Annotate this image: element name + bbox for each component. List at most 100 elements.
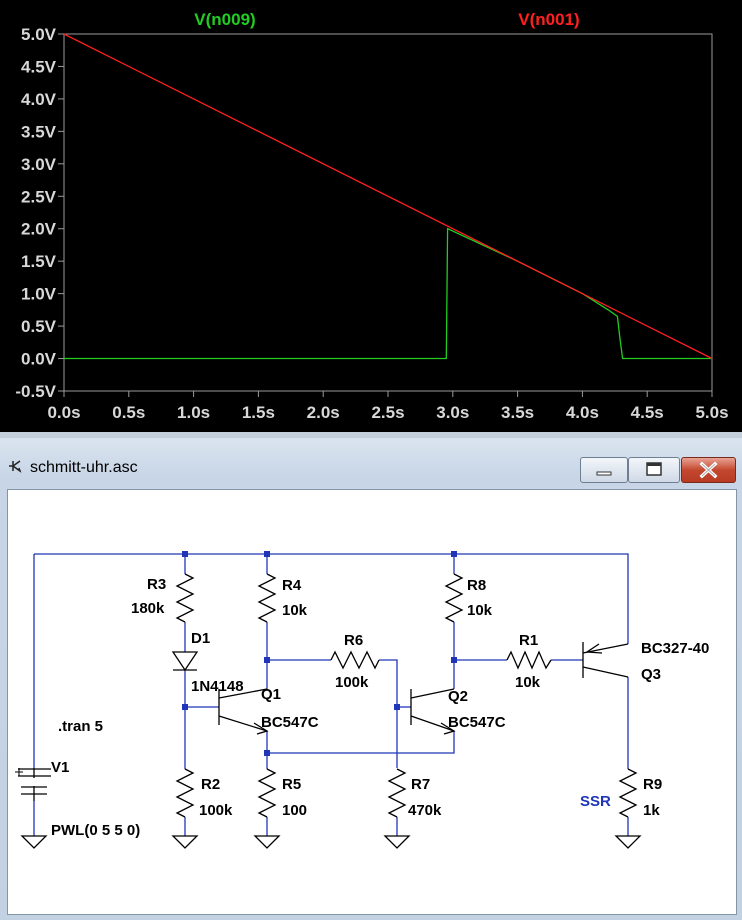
value-r9: 1k bbox=[643, 802, 660, 819]
value-r6: 100k bbox=[335, 674, 369, 691]
resistor-r5 bbox=[257, 768, 277, 818]
value-v1: PWL(0 5 5 0) bbox=[51, 822, 140, 839]
voltage-source-v1 bbox=[18, 768, 51, 801]
x-tick-label: 1.5s bbox=[242, 403, 275, 422]
value-r8: 10k bbox=[467, 602, 493, 619]
maximize-button[interactable] bbox=[628, 457, 680, 483]
y-tick-label: 3.5V bbox=[21, 122, 57, 141]
x-tick-label: 3.5s bbox=[501, 403, 534, 422]
x-tick-label: 0.0s bbox=[47, 403, 80, 422]
resistor-r8 bbox=[444, 573, 464, 623]
y-tick-label: 5.0V bbox=[21, 25, 57, 44]
schematic-drawing[interactable]: R3 180k D1 1N4148 R4 10k R6 100k Q1 BC54… bbox=[8, 490, 736, 914]
ground-r9 bbox=[614, 835, 642, 849]
x-axis-ticks: 0.0s 0.5s 1.0s 1.5s 2.0s 2.5s 3.0s 3.5s 4.0s 4.5s… bbox=[47, 391, 729, 422]
ground-r5 bbox=[253, 835, 281, 849]
window-titlebar[interactable]: schmitt-uhr.asc bbox=[0, 438, 742, 488]
y-tick-label: 2.0V bbox=[21, 220, 57, 239]
label-r7: R7 bbox=[411, 776, 430, 793]
resistor-r7 bbox=[387, 768, 407, 818]
label-d1: D1 bbox=[191, 630, 210, 647]
tran-directive: .tran 5 bbox=[58, 718, 103, 735]
y-tick-label: 0.0V bbox=[21, 350, 57, 369]
x-tick-label: 2.5s bbox=[371, 403, 404, 422]
schematic-canvas[interactable]: R3 180k D1 1N4148 R4 10k R6 100k Q1 BC54… bbox=[7, 489, 737, 915]
value-d1: 1N4148 bbox=[191, 678, 244, 695]
value-q2: BC547C bbox=[448, 714, 506, 731]
transistor-q3 bbox=[582, 642, 629, 678]
label-r3: R3 bbox=[147, 576, 166, 593]
transistor-q1 bbox=[218, 688, 268, 732]
resistor-r9 bbox=[618, 768, 638, 818]
ground-r2 bbox=[171, 835, 199, 849]
label-r6: R6 bbox=[344, 632, 363, 649]
value-q3: BC327-40 bbox=[641, 640, 709, 657]
y-tick-label: -0.5V bbox=[15, 382, 56, 401]
label-r1: R1 bbox=[519, 632, 538, 649]
junction-dots bbox=[182, 551, 457, 756]
label-r4: R4 bbox=[282, 577, 302, 594]
transistor-q2 bbox=[410, 688, 455, 732]
legend: V(n009) V(n001) bbox=[194, 10, 579, 29]
value-r4: 10k bbox=[282, 602, 308, 619]
resistor-r4 bbox=[257, 573, 277, 623]
ground-v1 bbox=[20, 835, 48, 849]
wires bbox=[33, 553, 629, 836]
value-q1: BC547C bbox=[261, 714, 319, 731]
label-r5: R5 bbox=[282, 776, 301, 793]
schematic-app-icon bbox=[9, 460, 22, 473]
x-tick-label: 0.5s bbox=[112, 403, 145, 422]
y-tick-label: 2.5V bbox=[21, 187, 57, 206]
x-tick-label: 1.0s bbox=[177, 403, 210, 422]
components bbox=[15, 573, 642, 849]
value-r3: 180k bbox=[131, 600, 165, 617]
resistor-r2 bbox=[175, 768, 195, 818]
x-tick-label: 4.5s bbox=[631, 403, 664, 422]
diode-d1 bbox=[171, 651, 199, 672]
label-r8: R8 bbox=[467, 577, 486, 594]
label-q2: Q2 bbox=[448, 688, 468, 705]
series-line-vn009 bbox=[64, 227, 712, 360]
resistor-r1 bbox=[506, 650, 552, 670]
value-r2: 100k bbox=[199, 802, 233, 819]
close-icon bbox=[699, 461, 718, 479]
minimize-button[interactable] bbox=[580, 457, 628, 483]
value-r7: 470k bbox=[408, 802, 442, 819]
y-tick-label: 1.5V bbox=[21, 252, 57, 271]
waveform-plot[interactable]: 5.0V 4.5V 4.0V 3.5V 3.0V 2.5V 2.0V 1.5V 1.0V 0.5V… bbox=[0, 0, 742, 432]
maximize-icon bbox=[646, 462, 662, 476]
x-tick-label: 2.0s bbox=[307, 403, 340, 422]
minimize-icon bbox=[596, 471, 612, 476]
y-tick-label: 4.0V bbox=[21, 90, 57, 109]
label-q1: Q1 bbox=[261, 686, 281, 703]
y-tick-label: 4.5V bbox=[21, 57, 57, 76]
net-label-ssr: SSR bbox=[580, 793, 611, 810]
series-line-vn001 bbox=[63, 33, 713, 360]
resistor-r6 bbox=[330, 650, 380, 670]
label-r9: R9 bbox=[643, 776, 662, 793]
close-button[interactable] bbox=[681, 457, 736, 483]
pane-splitter[interactable] bbox=[0, 432, 742, 438]
legend-entry[interactable]: V(n001) bbox=[518, 10, 579, 29]
x-tick-label: 4.0s bbox=[566, 403, 599, 422]
series-lines bbox=[63, 33, 713, 360]
y-tick-label: 3.0V bbox=[21, 155, 57, 174]
component-labels: R3 180k D1 1N4148 R4 10k R6 100k Q1 BC54… bbox=[51, 576, 709, 839]
label-q3: Q3 bbox=[641, 666, 661, 683]
schematic-window: schmitt-uhr.asc bbox=[0, 438, 742, 920]
y-tick-label: 0.5V bbox=[21, 317, 57, 336]
y-axis-ticks: 5.0V 4.5V 4.0V 3.5V 3.0V 2.5V 2.0V 1.5V 1.0V 0.5V… bbox=[15, 25, 64, 401]
value-r5: 100 bbox=[282, 802, 307, 819]
value-r1: 10k bbox=[515, 674, 541, 691]
resistor-r3 bbox=[175, 573, 195, 623]
x-tick-label: 5.0s bbox=[695, 403, 728, 422]
y-tick-label: 1.0V bbox=[21, 285, 57, 304]
ground-r7 bbox=[383, 835, 411, 849]
window-title: schmitt-uhr.asc bbox=[30, 459, 138, 476]
label-r2: R2 bbox=[201, 776, 220, 793]
plot-area bbox=[63, 33, 713, 392]
chart-svg[interactable]: 5.0V 4.5V 4.0V 3.5V 3.0V 2.5V 2.0V 1.5V 1.0V 0.5V… bbox=[0, 0, 742, 432]
x-tick-label: 3.0s bbox=[436, 403, 469, 422]
label-v1: V1 bbox=[51, 759, 69, 776]
legend-entry[interactable]: V(n009) bbox=[194, 10, 255, 29]
